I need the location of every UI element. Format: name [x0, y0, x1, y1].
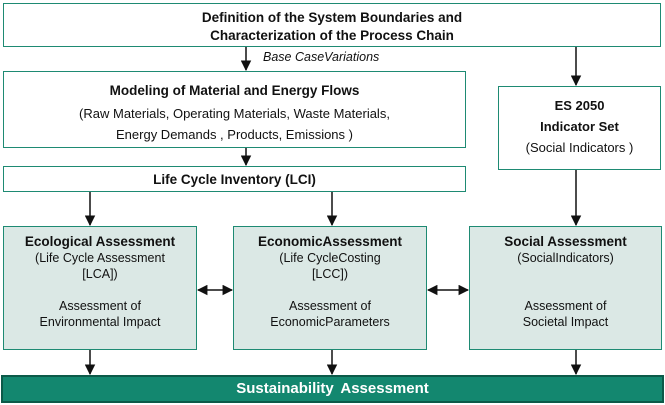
base-case-variations-label: Base CaseVariations	[263, 50, 380, 64]
material-energy-flows-line2: Energy Demands , Products, Emissions )	[116, 127, 353, 142]
ecological-assessment-title: Ecological Assessment	[24, 234, 176, 249]
social-assessment-line4: Societal Impact	[522, 315, 609, 329]
social-assessment-line1: (SocialIndicators)	[517, 251, 614, 265]
indicator-set-title1: ES 2050	[554, 98, 605, 113]
material-energy-flows-box: Modeling of Material and Energy Flows (R…	[3, 71, 466, 148]
indicator-set-box: ES 2050 Indicator Set (Social Indicators…	[498, 86, 661, 170]
system-boundaries-box: Definition of the System Boundaries and …	[3, 3, 661, 47]
economic-assessment-line2: [LCC])	[311, 267, 349, 281]
social-assessment-box: Social Assessment (SocialIndicators) Ass…	[469, 226, 662, 350]
ecological-assessment-line4: Environmental Impact	[39, 315, 161, 329]
economic-assessment-line4: EconomicParameters	[270, 315, 390, 329]
ecological-assessment-line1: (Life Cycle Assessment	[35, 251, 165, 265]
life-cycle-inventory-box: Life Cycle Inventory (LCI)	[3, 166, 466, 192]
economic-assessment-line1: (Life CycleCosting	[279, 251, 381, 265]
economic-assessment-title: EconomicAssessment	[257, 234, 403, 249]
economic-assessment-line3: Assessment of	[289, 299, 371, 313]
ecological-assessment-line2: [LCA])	[82, 267, 118, 281]
sustainability-assessment-title: Sustainability Assessment	[236, 380, 429, 397]
life-cycle-inventory-title: Life Cycle Inventory (LCI)	[153, 172, 316, 187]
material-energy-flows-line1: (Raw Materials, Operating Materials, Was…	[79, 106, 390, 121]
sustainability-assessment-box: Sustainability Assessment	[1, 375, 664, 403]
system-boundaries-line2: Characterization of the Process Chain	[210, 28, 454, 43]
social-assessment-title: Social Assessment	[504, 234, 627, 249]
material-energy-flows-title: Modeling of Material and Energy Flows	[109, 83, 360, 98]
indicator-set-title2: Indicator Set	[540, 119, 619, 134]
ecological-assessment-box: Ecological Assessment (Life Cycle Assess…	[3, 226, 197, 350]
system-boundaries-line1: Definition of the System Boundaries and	[201, 10, 463, 25]
economic-assessment-box: EconomicAssessment (Life CycleCosting [L…	[233, 226, 427, 350]
ecological-assessment-line3: Assessment of	[59, 299, 141, 313]
indicator-set-subtitle: (Social Indicators )	[525, 140, 634, 155]
social-assessment-line3: Assessment of	[524, 299, 607, 313]
